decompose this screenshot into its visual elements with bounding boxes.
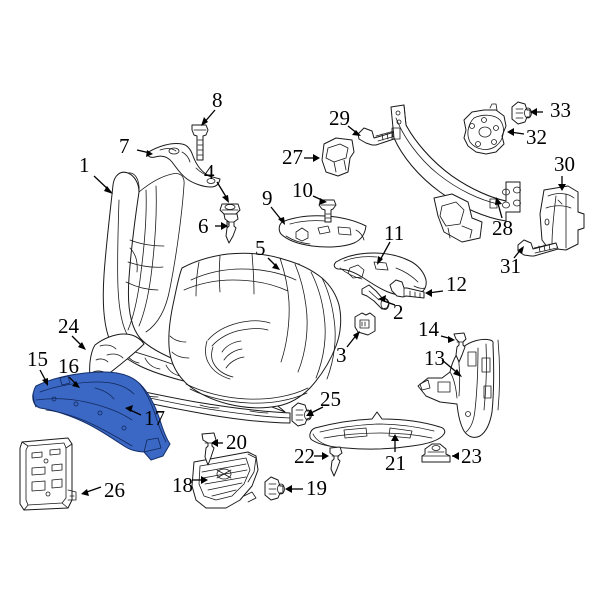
callout-label-18[interactable]: 18 [172, 473, 193, 497]
part-energy-absorber-right [539, 185, 585, 251]
callout-label-31[interactable]: 31 [500, 254, 521, 278]
callout-label-9[interactable]: 9 [262, 186, 273, 210]
callout-label-17[interactable]: 17 [144, 406, 165, 430]
part-bolt-flange-mid [291, 402, 312, 427]
leader-lines [39, 108, 566, 496]
callout-label-28[interactable]: 28 [492, 216, 513, 240]
part-mounting-plate-bracket [463, 103, 507, 155]
callout-label-11[interactable]: 11 [384, 221, 405, 245]
callout-label-16[interactable]: 16 [58, 354, 79, 378]
part-retainer-clip [354, 312, 376, 336]
part-push-pin-retainer [201, 432, 217, 466]
part-clip-nut [421, 443, 451, 463]
callout-label-22[interactable]: 22 [294, 444, 315, 468]
callout-label-23[interactable]: 23 [461, 444, 482, 468]
part-lower-reinforcement-bar [97, 381, 291, 424]
callout-label-2[interactable]: 2 [393, 300, 404, 324]
callout-label-21[interactable]: 21 [385, 451, 406, 475]
part-clip-pin [329, 446, 343, 477]
callout-label-33[interactable]: 33 [550, 98, 571, 122]
part-retainer-bumper-side-upper [278, 215, 367, 248]
callout-label-32[interactable]: 32 [526, 125, 547, 149]
callout-label-8[interactable]: 8 [212, 88, 223, 112]
callout-label-26[interactable]: 26 [104, 478, 125, 502]
callout-label-4[interactable]: 4 [204, 160, 215, 184]
part-lower-spoiler-support [309, 411, 446, 450]
callout-label-15[interactable]: 15 [27, 347, 48, 371]
part-bolt-small [318, 199, 337, 223]
part-bolt-hex-flange [191, 124, 209, 161]
callout-label-1[interactable]: 1 [79, 153, 90, 177]
part-license-plate-bracket [19, 437, 77, 511]
callout-label-3[interactable]: 3 [336, 343, 347, 367]
callout-label-24[interactable]: 24 [58, 314, 79, 338]
callout-label-20[interactable]: 20 [226, 430, 247, 454]
callout-label-19[interactable]: 19 [306, 476, 327, 500]
part-impact-bar-bracket-left [321, 137, 355, 177]
callout-label-27[interactable]: 27 [282, 145, 303, 169]
callout-label-14[interactable]: 14 [418, 317, 439, 341]
part-screw-small [264, 476, 285, 501]
callout-label-30[interactable]: 30 [554, 152, 575, 176]
callout-label-25[interactable]: 25 [320, 387, 341, 411]
callout-label-29[interactable]: 29 [329, 106, 350, 130]
callout-label-5[interactable]: 5 [255, 236, 266, 260]
part-push-pin-clip [223, 213, 239, 244]
part-bracket-side-lower-right [417, 338, 500, 438]
callout-label-12[interactable]: 12 [446, 272, 467, 296]
part-beam-lower-bracket [433, 193, 483, 243]
callout-label-13[interactable]: 13 [424, 346, 445, 370]
callout-label-6[interactable]: 6 [198, 214, 209, 238]
part-bolt-top-right [511, 101, 532, 125]
part-fog-lamp-cover-grille [191, 451, 259, 509]
part-push-pin-clip-small [453, 332, 467, 363]
callout-label-10[interactable]: 10 [292, 178, 313, 202]
part-bumper-reinforcement-absorber-highlighted [32, 371, 171, 461]
part-bracket-upper-side [146, 143, 221, 188]
part-bolt-flange-long [389, 279, 425, 299]
part-front-bumper-cover-main [168, 252, 342, 409]
callout-label-7[interactable]: 7 [119, 134, 130, 158]
